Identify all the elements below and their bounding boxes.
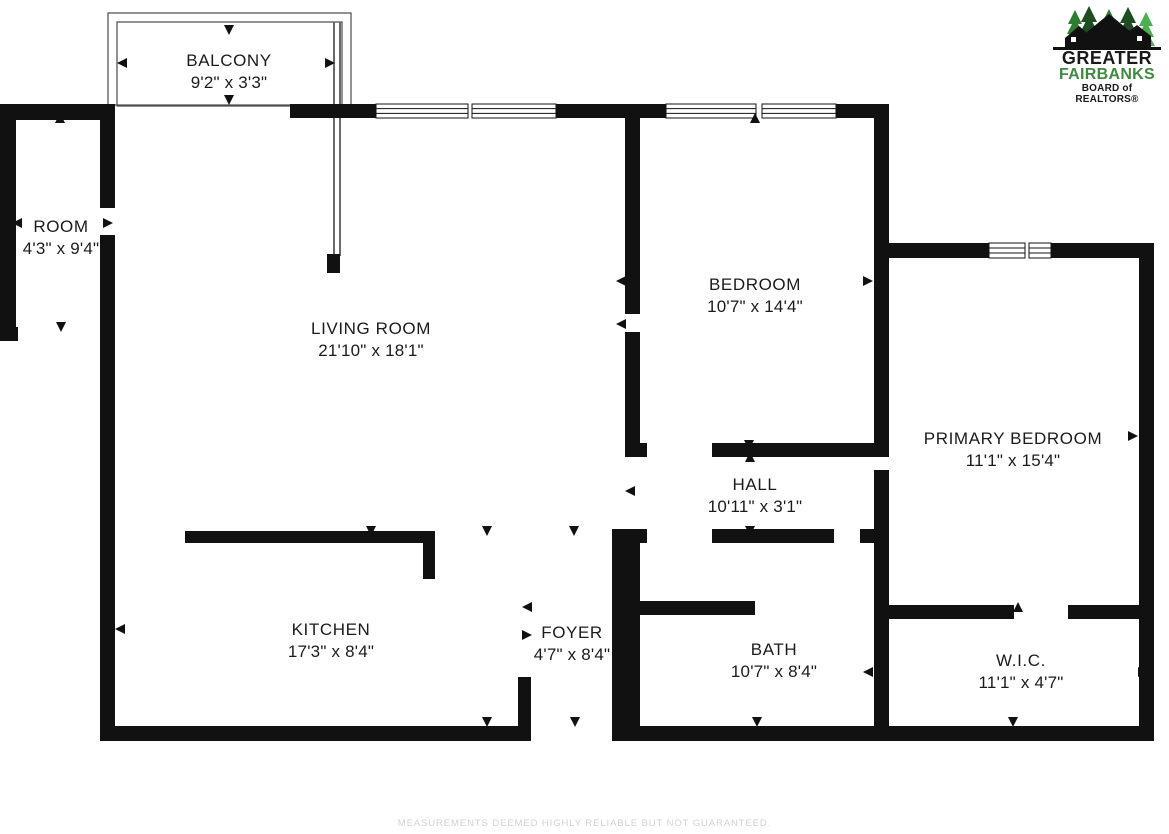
wall-wic-bottom [874,726,1154,741]
dimension-arrow-m-prim-right [1128,431,1138,441]
window-win-bed-2 [761,103,837,119]
wall-kitchen-counter [185,531,435,543]
wall-wic-top-right [1068,605,1154,619]
balcony-rail-inner [116,21,343,107]
wall-ext-bottom [100,726,530,741]
window-group [375,103,1052,259]
logo-text-board: BOARD of REALTORS® [1075,83,1139,105]
dimension-arrow-m-room-top [55,113,65,123]
wall-bedroom-left-upper [625,104,640,314]
wall-room-right-upper [100,104,115,208]
dimension-arrow-m-balcony-bottom [224,95,234,105]
wall-ext-top-left [0,104,115,120]
dimension-arrow-m-hall-left [625,486,635,496]
dimension-arrow-m-living-right-a [616,276,626,286]
wall-primary-top-r [1051,243,1154,258]
dimension-arrow-m-hall-right [874,486,884,496]
wall-bedroom-right [874,104,889,456]
logo-text-greater: GREATER [1061,48,1153,68]
dimension-arrow-m-kitchen-top [366,526,376,536]
logo-mark-icon [1053,6,1161,50]
dimension-arrow-m-bed-left [628,276,638,286]
window-win-bed-1 [665,103,757,119]
dimension-arrow-m-room-right [103,218,113,228]
wall-bath-interior [640,601,755,615]
wall-bath-right [874,529,889,741]
dimension-arrow-m-kitchen-bottom [482,717,492,727]
balcony-drop-a [333,22,335,256]
dimension-arrow-m-living-bottom [482,526,492,536]
wall-room-right-lower [100,235,115,341]
wall-ext-left-upper [0,104,16,335]
wall-primary-top [874,243,989,258]
dimension-arrow-m-wic-right [1138,667,1148,677]
disclaimer-text: MEASUREMENTS DEEMED HIGHLY RELIABLE BUT … [397,818,772,829]
wall-living-left-wall [100,327,115,739]
wall-top-wall-a [290,104,376,118]
dimension-arrow-m-foyer-bottom [570,717,580,727]
balcony-railing-group [107,12,352,256]
dimension-arrow-m-foyer-left [522,602,532,612]
wall-bedroom-bottom-l [625,443,647,457]
dimension-arrow-m-prim-bottom [1013,602,1023,612]
window-win-prim-2 [1028,242,1052,259]
wall-bath-bottom [625,726,889,741]
dimension-arrow-m-wic-left [863,667,873,677]
balcony-rail-outer [107,12,352,106]
wall-balcony-post [327,254,340,273]
dimension-arrow-m-wic-bottom [1008,717,1018,727]
wall-foyer-left-stub [518,677,531,741]
dimension-arrow-m-balcony-right [325,58,335,68]
wall-wic-top-left [874,605,1014,619]
wall-hall-right-wall [874,470,889,530]
window-win-living-1 [375,103,469,119]
wall-foyer-right-wall [612,529,626,741]
wall-kitchen-counter-leg [423,531,435,579]
dimension-arrow-m-balcony-top [224,25,234,35]
wall-ext-right [1139,243,1154,741]
dimension-arrow-m-bed-top [750,113,760,123]
dimension-arrow-m-kitchen-left [115,624,125,634]
balcony-drop-b [339,22,341,256]
dimension-marker-group [12,25,1148,727]
wall-group [0,104,1154,741]
wall-bedroom-left-lower [625,332,640,456]
wall-ext-bottom-room [0,327,18,341]
dimension-arrow-m-room-bottom [56,322,66,332]
logo-text-fairbanks: FAIRBANKS [1058,66,1156,83]
dimension-arrow-m-living-bot2 [569,526,579,536]
wall-top-wall-b [556,104,666,118]
dimension-arrow-m-hall-bottom [745,526,755,536]
dimension-arrow-m-bed-right [863,276,873,286]
brand-logo: GREATER FAIRBANKS BOARD of REALTORS® [1053,4,1161,105]
dimension-arrow-m-foyer-left2 [522,630,532,640]
dimension-arrow-m-bed-bottom [744,440,754,450]
dimension-arrow-m-balcony-left [117,58,127,68]
dimension-arrow-m-hall-top [745,452,755,462]
window-win-prim-1 [988,242,1026,259]
wall-bath-left [625,529,640,741]
dimension-arrow-m-room-left [12,218,22,228]
wall-hall-bottom-m [712,529,834,543]
dimension-arrow-m-living-right-b [616,319,626,329]
dimension-arrow-m-bath-bottom [752,717,762,727]
window-win-living-2 [471,103,557,119]
wall-bedroom-bottom-r [712,443,889,457]
